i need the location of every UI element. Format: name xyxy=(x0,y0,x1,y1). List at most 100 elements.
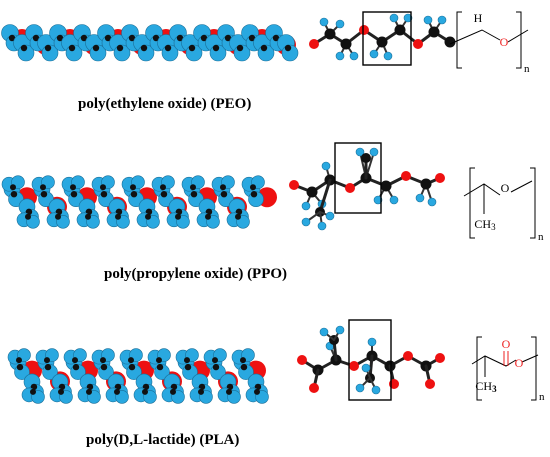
hydrogen-atom xyxy=(335,325,345,335)
carbon-atom xyxy=(86,388,92,395)
oxygen-atom xyxy=(345,183,355,193)
hydrogen-atom xyxy=(403,13,413,23)
carbon-atom xyxy=(220,184,226,191)
carbon-atom xyxy=(16,357,22,364)
ppo-ch3-subscript: 3 xyxy=(491,222,496,232)
hydrogen-atom xyxy=(335,51,345,61)
hydrogen-atom xyxy=(437,15,447,25)
peo-h-label: H xyxy=(474,11,483,25)
ppo-n-subscript: n xyxy=(538,231,544,243)
hydrogen-atom xyxy=(383,51,393,61)
carbon-atom xyxy=(104,34,112,42)
carbon-atom xyxy=(340,38,352,50)
hydrogen-atom xyxy=(427,197,437,207)
carbon-atom xyxy=(240,357,246,364)
hydrogen-atom xyxy=(389,13,399,23)
oxygen-atom xyxy=(297,355,307,365)
carbon-atom xyxy=(16,363,24,371)
ppo-o-label: O xyxy=(501,181,510,195)
carbon-atom xyxy=(130,184,136,191)
carbon-atom xyxy=(205,213,211,220)
ppo-caption: poly(propylene oxide) (PPO) xyxy=(104,266,288,282)
carbon-atom xyxy=(376,36,388,48)
hydrogen-atom xyxy=(335,19,345,29)
oxygen-atom xyxy=(403,351,413,361)
carbon-atom xyxy=(198,388,204,395)
hydrogen-atom xyxy=(369,147,379,157)
hydrogen-atom xyxy=(301,217,311,227)
ppo-ch3-label: CH3 xyxy=(474,217,496,232)
carbon-atom xyxy=(184,357,190,364)
carbon-atom xyxy=(361,153,371,163)
carbon-atom xyxy=(10,184,16,191)
peo-backbone-bonds xyxy=(449,29,529,45)
carbon-atom xyxy=(248,34,256,42)
carbon-atom xyxy=(72,357,78,364)
pla-ch3-label: CH3 xyxy=(475,379,497,394)
pla-ch3-subscript: 3 xyxy=(492,384,497,394)
carbon-atom xyxy=(444,36,456,48)
carbon-atom xyxy=(190,191,198,198)
carbon-atom xyxy=(284,44,292,52)
carbon-atom xyxy=(128,363,136,371)
carbon-atom xyxy=(240,363,248,371)
ppo-ch3-text: CH xyxy=(474,217,491,231)
hydrogen-atom xyxy=(361,363,371,373)
ppo-ball-and-stick-model xyxy=(289,147,445,231)
carbon-atom xyxy=(8,34,16,42)
carbon-atom xyxy=(224,34,232,42)
peo-o-label: O xyxy=(500,35,509,49)
carbon-atom xyxy=(130,191,138,198)
oxygen-atom xyxy=(309,383,319,393)
carbon-atom xyxy=(85,213,91,220)
peo-left-bracket xyxy=(456,11,462,69)
bond xyxy=(318,178,332,214)
pla-n-subscript: n xyxy=(539,391,545,403)
carbon-atom xyxy=(212,363,220,371)
peo-space-filling-model xyxy=(1,24,299,62)
carbon-atom xyxy=(128,34,136,42)
hydrogen-atom xyxy=(319,17,329,27)
carbon-atom xyxy=(250,184,256,191)
carbon-atom xyxy=(128,357,134,364)
carbon-atom xyxy=(175,213,181,220)
oxygen-atom xyxy=(289,180,299,190)
carbon-atom xyxy=(160,184,166,191)
pla-backbone-bonds xyxy=(471,354,539,377)
pla-carbonyl-o-label: O xyxy=(502,337,511,351)
carbon-atom xyxy=(40,191,48,198)
carbon-atom xyxy=(212,357,218,364)
carbon-atom xyxy=(188,44,196,52)
carbon-atom xyxy=(114,388,120,395)
hydrogen-atom xyxy=(321,161,331,171)
ppo-right-bracket xyxy=(530,167,536,239)
oxygen-atom xyxy=(401,171,411,181)
oxygen-atom xyxy=(435,173,445,183)
pla-ch3-text: CH xyxy=(475,379,492,393)
peo-ball-and-stick-model xyxy=(309,13,456,61)
ppo-space-filling-model xyxy=(1,175,277,229)
oxygen-atom xyxy=(413,39,423,49)
oxygen-atom xyxy=(359,25,369,35)
carbon-atom xyxy=(420,178,432,190)
pla-ball-and-stick-model xyxy=(297,325,445,395)
carbon-atom xyxy=(235,213,241,220)
carbon-atom xyxy=(236,44,244,52)
carbon-atom xyxy=(170,388,176,395)
hydrogen-atom xyxy=(349,51,359,61)
carbon-atom xyxy=(306,186,318,198)
pla-structural-formula: O O CH3 n xyxy=(471,336,545,403)
carbon-atom xyxy=(380,180,392,192)
carbon-atom xyxy=(44,44,52,52)
pla-carbonyl-double-bond xyxy=(503,351,509,366)
hydrogen-atom xyxy=(389,195,399,205)
carbon-atom xyxy=(44,363,52,371)
ppo-backbone-bonds xyxy=(463,180,533,214)
peo-right-bracket xyxy=(516,11,522,69)
carbon-atom xyxy=(160,191,168,198)
hydrogen-atom xyxy=(367,337,377,347)
hydrogen-atom xyxy=(369,49,379,59)
oxygen-atom xyxy=(309,39,319,49)
carbon-atom xyxy=(200,34,208,42)
carbon-atom xyxy=(100,184,106,191)
